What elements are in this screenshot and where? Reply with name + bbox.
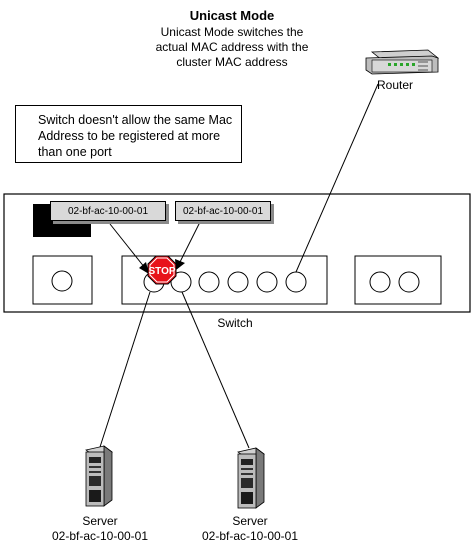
tag-arrow-left-head: [139, 262, 149, 274]
server-icon: [237, 447, 265, 509]
tag-arrow-left: [109, 223, 146, 269]
diagram-title: Unicast Mode: [189, 8, 275, 23]
router-cable: [295, 83, 379, 273]
stop-sign-text: STOP: [148, 266, 175, 277]
stop-sign-icon: [147, 255, 177, 285]
router-icon: [365, 49, 440, 75]
mac-tag-left: 02-bf-ac-10-00-01: [50, 201, 166, 221]
switch-label: Switch: [217, 316, 253, 330]
server-cable-right: [181, 291, 250, 449]
switch-port: [51, 270, 73, 292]
diagram-description: Unicast Mode switches the actual MAC add…: [155, 25, 309, 69]
server-label-left: Server: [82, 514, 118, 528]
server-mac-right: 02-bf-ac-10-00-01: [201, 529, 299, 543]
tag-arrow-right: [179, 221, 201, 263]
server-mac-left: 02-bf-ac-10-00-01: [51, 529, 149, 543]
switch-port: [256, 271, 278, 293]
server-icon: [85, 445, 113, 507]
server-cable-left: [99, 291, 151, 448]
router-label: Router: [376, 78, 414, 92]
switch-port-box-right: [354, 255, 442, 305]
switch-note-box: Switch doesn't allow the same Mac Addres…: [15, 105, 242, 163]
switch-port: [285, 271, 307, 293]
tag-arrow-right-head: [175, 259, 185, 270]
switch-port: [369, 271, 391, 293]
switch-port: [398, 271, 420, 293]
server-label-right: Server: [232, 514, 268, 528]
switch-port: [227, 271, 249, 293]
mac-tag-right: 02-bf-ac-10-00-01: [175, 201, 271, 221]
switch-port: [198, 271, 220, 293]
switch-port: [170, 271, 192, 293]
